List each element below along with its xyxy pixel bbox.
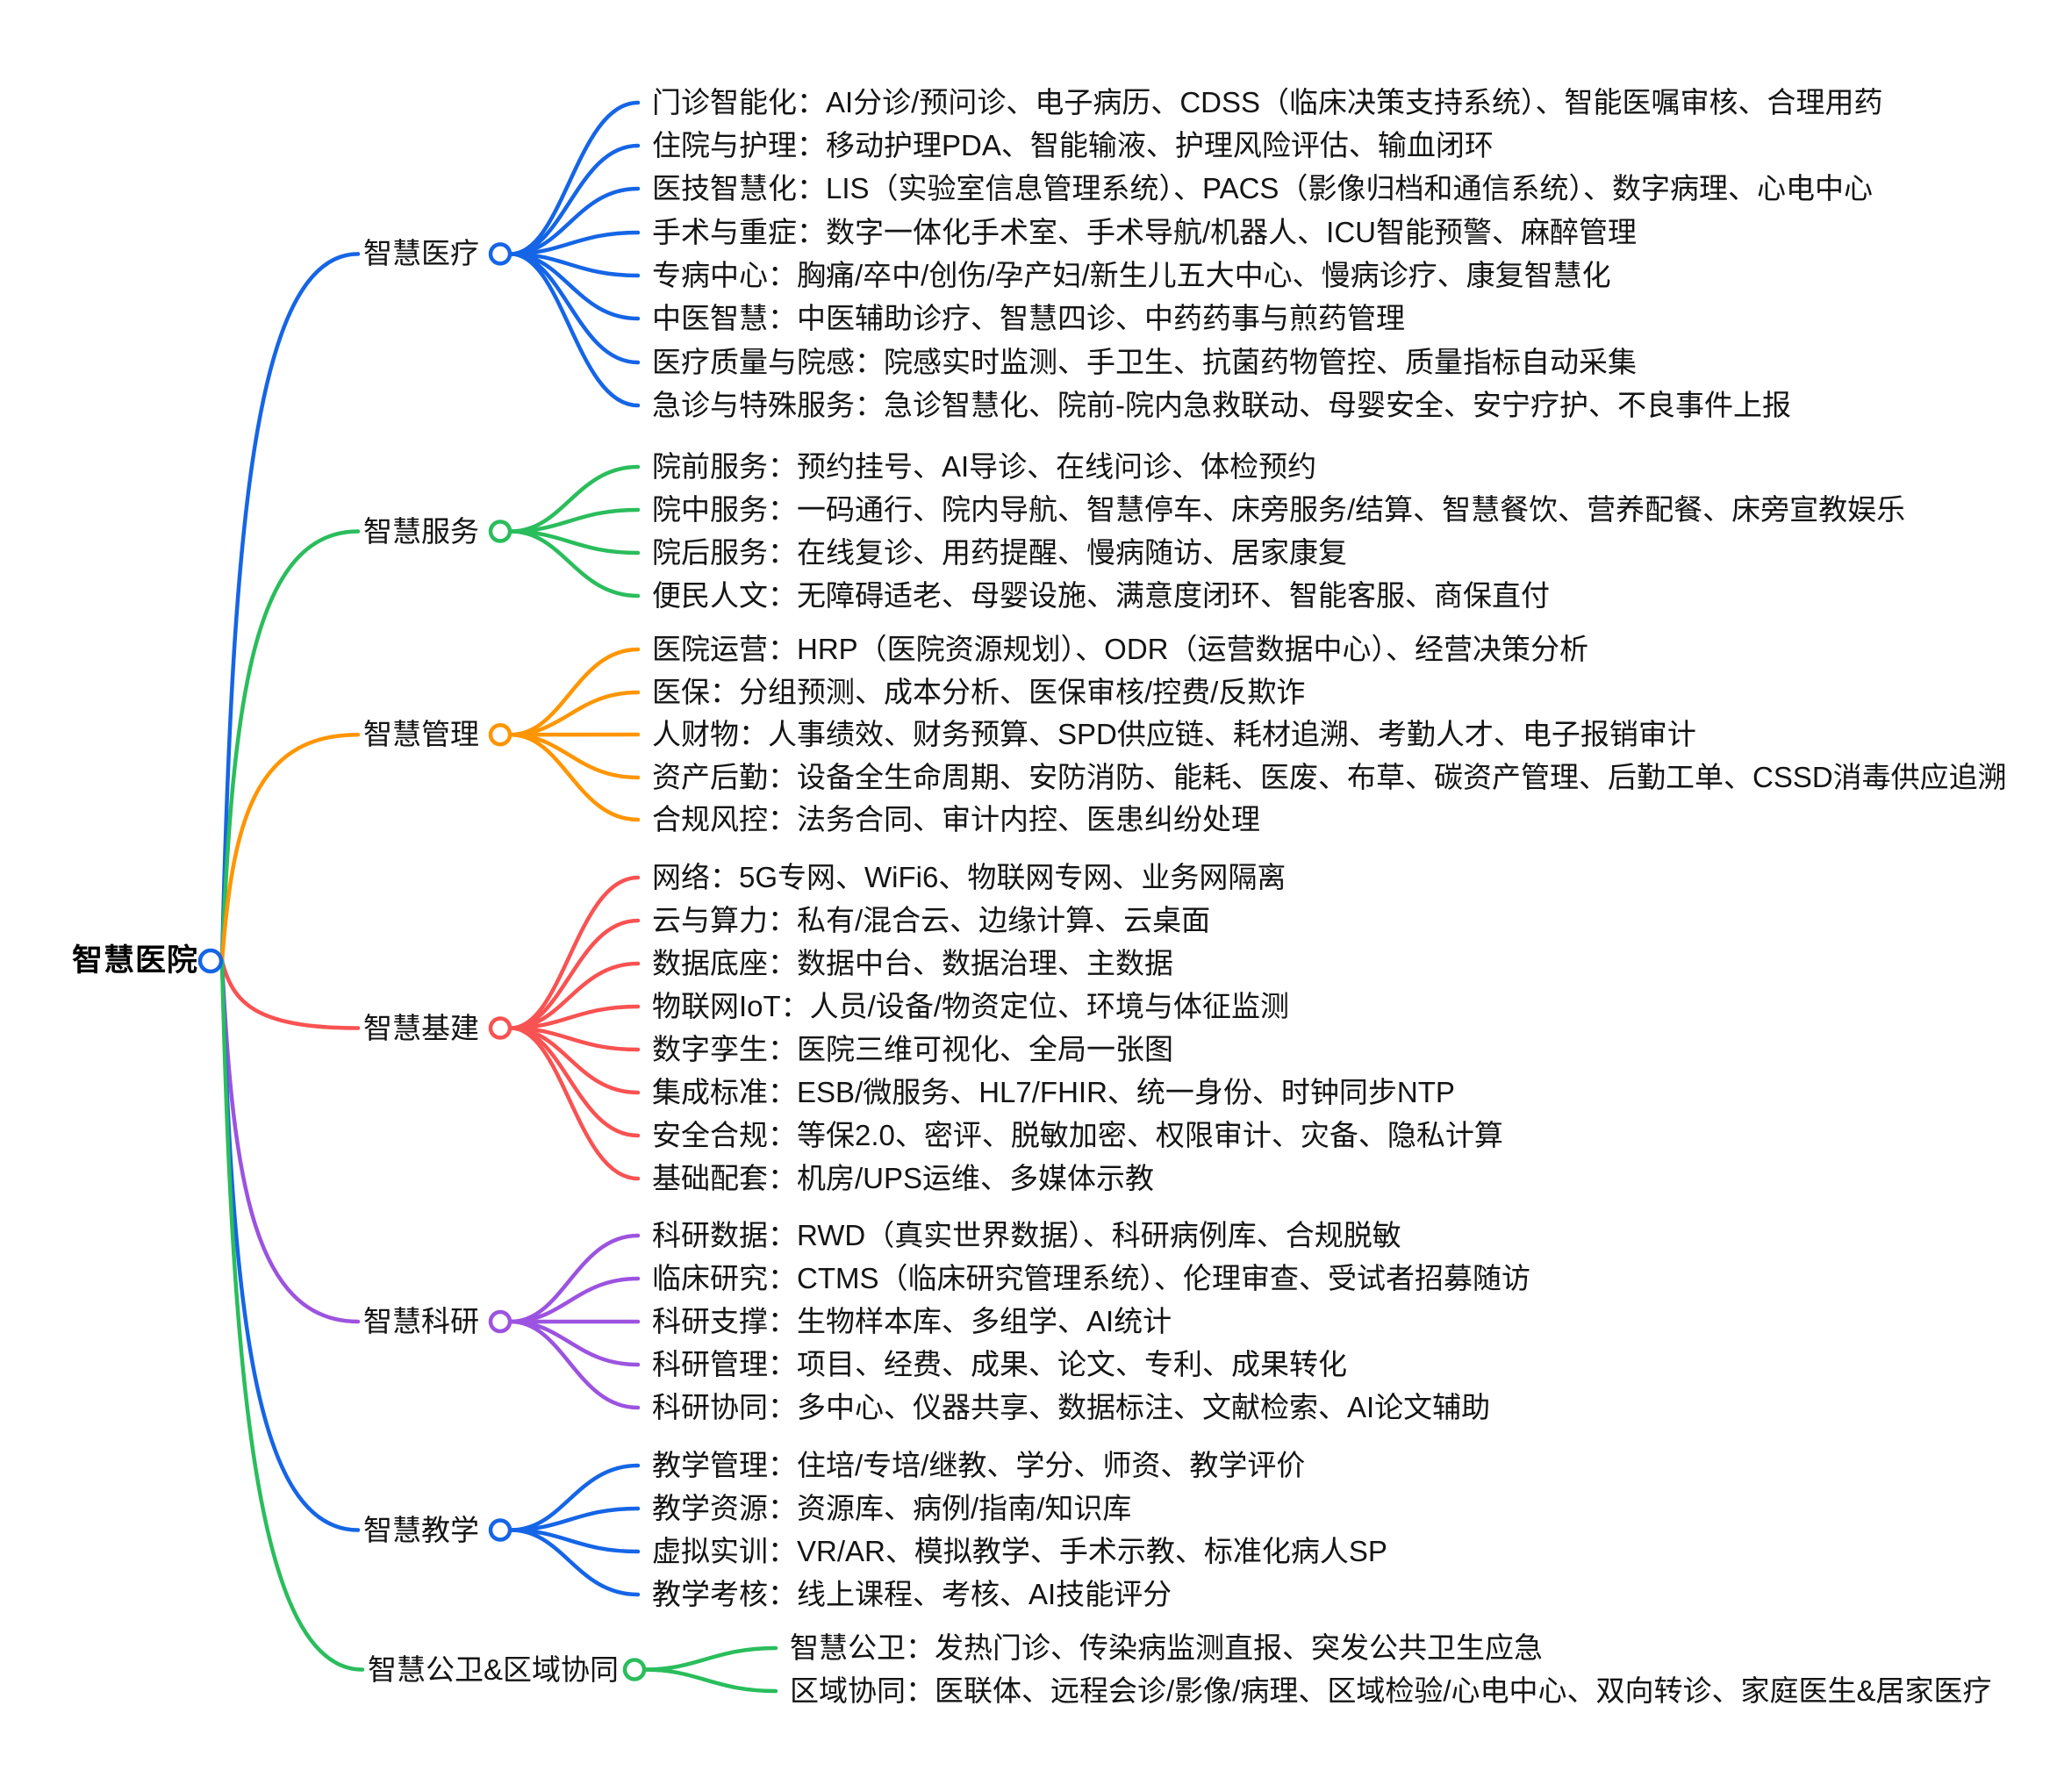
edge bbox=[508, 1319, 641, 1367]
branch-node-7[interactable]: 智慧公卫&区域协同 bbox=[368, 1652, 620, 1686]
leaf-node[interactable]: 基础配套：机房/UPS运维、多媒体示教 bbox=[652, 1162, 1155, 1194]
leaf-node[interactable]: 中医智慧：中医辅助诊疗、智慧四诊、中药药事与煎药管理 bbox=[652, 302, 1405, 334]
root-dot[interactable] bbox=[197, 948, 224, 974]
leaf-node[interactable]: 合规风控：法务合同、审计内控、医患纠纷处理 bbox=[652, 803, 1260, 835]
leaf-node[interactable]: 住院与护理：移动护理PDA、智能输液、护理风险评估、输血闭环 bbox=[652, 129, 1494, 161]
edge bbox=[219, 732, 361, 964]
branch-expander-dot[interactable] bbox=[488, 242, 512, 266]
edge bbox=[219, 529, 361, 964]
branch-node-2[interactable]: 智慧服务 bbox=[363, 514, 479, 548]
leaf-node[interactable]: 医疗质量与院感：院感实时监测、手卫生、抗菌药物管控、质量指标自动采集 bbox=[652, 346, 1637, 378]
leaf-node[interactable]: 专病中心：胸痛/卒中/创伤/孕产妇/新生儿五大中心、慢病诊疗、康复智慧化 bbox=[652, 259, 1611, 291]
edge bbox=[508, 1026, 641, 1138]
edge bbox=[642, 1645, 778, 1672]
branch-node-6[interactable]: 智慧教学 bbox=[363, 1513, 479, 1546]
edge bbox=[508, 732, 641, 780]
leaf-node[interactable]: 临床研究：CTMS（临床研究管理系统）、伦理审查、受试者招募随访 bbox=[652, 1262, 1530, 1294]
branch-expander-dot[interactable] bbox=[488, 1309, 512, 1334]
leaf-node[interactable]: 院中服务：一码通行、院内导航、智慧停车、床旁服务/结算、智慧餐饮、营养配餐、床旁… bbox=[652, 493, 1906, 526]
leaf-node[interactable]: 数据底座：数据中台、数据治理、主数据 bbox=[652, 947, 1173, 979]
leaf-node[interactable]: 医技智慧化：LIS（实验室信息管理系统）、PACS（影像归档和通信系统）、数字病… bbox=[652, 172, 1873, 204]
edge bbox=[508, 918, 641, 1030]
branch-node-3[interactable]: 智慧管理 bbox=[363, 718, 479, 751]
branch-expander-dot[interactable] bbox=[622, 1658, 647, 1681]
leaf-node[interactable]: 区域协同：医联体、远程会诊/影像/病理、区域检验/心电中心、双向转诊、家庭医生&… bbox=[790, 1674, 1992, 1707]
leaf-node[interactable]: 物联网IoT：人员/设备/物资定位、环境与体征监测 bbox=[652, 990, 1290, 1022]
leaf-node[interactable]: 网络：5G专网、WiFi6、物联网专网、业务网隔离 bbox=[652, 861, 1287, 893]
branch-expander-dot[interactable] bbox=[488, 722, 512, 747]
edge bbox=[219, 252, 361, 964]
edge bbox=[219, 958, 361, 1324]
leaf-node[interactable]: 云与算力：私有/混合云、边缘计算、云桌面 bbox=[652, 904, 1211, 936]
edge bbox=[508, 1026, 641, 1181]
leaf-node[interactable]: 急诊与特殊服务：急诊智慧化、院前-院内急救联动、母婴安全、安宁疗护、不良事件上报 bbox=[652, 389, 1791, 421]
leaf-node[interactable]: 院前服务：预约挂号、AI导诊、在线问诊、体检预约 bbox=[652, 450, 1317, 483]
edge bbox=[219, 958, 365, 1672]
edge bbox=[508, 252, 641, 408]
leaf-node[interactable]: 医院运营：HRP（医院资源规划）、ODR（运营数据中心）、经营决策分析 bbox=[652, 633, 1589, 665]
leaf-node[interactable]: 教学资源：资源库、病例/指南/知识库 bbox=[652, 1492, 1132, 1524]
branch-node-5[interactable]: 智慧科研 bbox=[363, 1305, 479, 1337]
edge bbox=[508, 1276, 641, 1324]
edge bbox=[508, 1319, 641, 1410]
edge bbox=[219, 958, 361, 1532]
leaf-node[interactable]: 科研支撑：生物样本库、多组学、AI统计 bbox=[652, 1305, 1172, 1337]
edge bbox=[508, 100, 641, 256]
edge bbox=[508, 690, 641, 737]
edge bbox=[508, 143, 641, 256]
edge bbox=[508, 732, 641, 822]
branch-expander-dot[interactable] bbox=[488, 520, 512, 543]
leaf-node[interactable]: 安全合规：等保2.0、密评、脱敏加密、权限审计、灾备、隐私计算 bbox=[652, 1119, 1503, 1151]
leaf-node[interactable]: 科研管理：项目、经费、成果、论文、专利、成果转化 bbox=[652, 1348, 1347, 1380]
branch-expander-dot[interactable] bbox=[488, 1016, 512, 1040]
leaf-node[interactable]: 院后服务：在线复诊、用药提醒、慢病随访、居家康复 bbox=[652, 536, 1347, 569]
branch-node-4[interactable]: 智慧基建 bbox=[363, 1011, 479, 1044]
edge bbox=[219, 958, 361, 1030]
leaf-node[interactable]: 医保：分组预测、成本分析、医保审核/控费/反欺诈 bbox=[652, 676, 1306, 708]
leaf-node[interactable]: 智慧公卫：发热门诊、传染病监测直报、突发公共卫生应急 bbox=[790, 1631, 1543, 1664]
leaf-node[interactable]: 教学管理：住培/专培/继教、学分、师资、教学评价 bbox=[652, 1449, 1306, 1481]
branch-node-1[interactable]: 智慧医疗 bbox=[363, 237, 479, 270]
leaf-node[interactable]: 便民人文：无障碍适老、母婴设施、满意度闭环、智能客服、商保直付 bbox=[652, 579, 1550, 612]
branch-expander-dot[interactable] bbox=[488, 1518, 512, 1542]
leaf-node[interactable]: 资产后勤：设备全生命周期、安防消防、能耗、医废、布草、碳资产管理、后勤工单、CS… bbox=[652, 761, 2007, 793]
leaf-node[interactable]: 科研协同：多中心、仪器共享、数据标注、文献检索、AI论文辅助 bbox=[652, 1391, 1491, 1423]
edge bbox=[508, 1528, 641, 1597]
leaf-node[interactable]: 科研数据：RWD（真实世界数据）、科研病例库、合规脱敏 bbox=[652, 1219, 1401, 1251]
edge bbox=[642, 1667, 778, 1694]
leaf-node[interactable]: 教学考核：线上课程、考核、AI技能评分 bbox=[652, 1578, 1172, 1610]
leaf-node[interactable]: 手术与重症：数字一体化手术室、手术导航/机器人、ICU智能预警、麻醉管理 bbox=[652, 216, 1637, 248]
leaf-node[interactable]: 虚拟实训：VR/AR、模拟教学、手术示教、标准化病人SP bbox=[652, 1535, 1387, 1567]
edge bbox=[508, 252, 641, 365]
leaf-node[interactable]: 人财物：人事绩效、财务预算、SPD供应链、耗材追溯、考勤人才、电子报销审计 bbox=[652, 718, 1696, 750]
leaf-node[interactable]: 门诊智能化：AI分诊/预问诊、电子病历、CDSS（临床决策支持系统）、智能医嘱审… bbox=[652, 86, 1883, 118]
leaf-node[interactable]: 数字孪生：医院三维可视化、全局一张图 bbox=[652, 1033, 1173, 1065]
leaf-node[interactable]: 集成标准：ESB/微服务、HL7/FHIR、统一身份、时钟同步NTP bbox=[652, 1076, 1455, 1108]
root-node[interactable]: 智慧医院 bbox=[71, 943, 198, 978]
edge bbox=[508, 529, 641, 599]
